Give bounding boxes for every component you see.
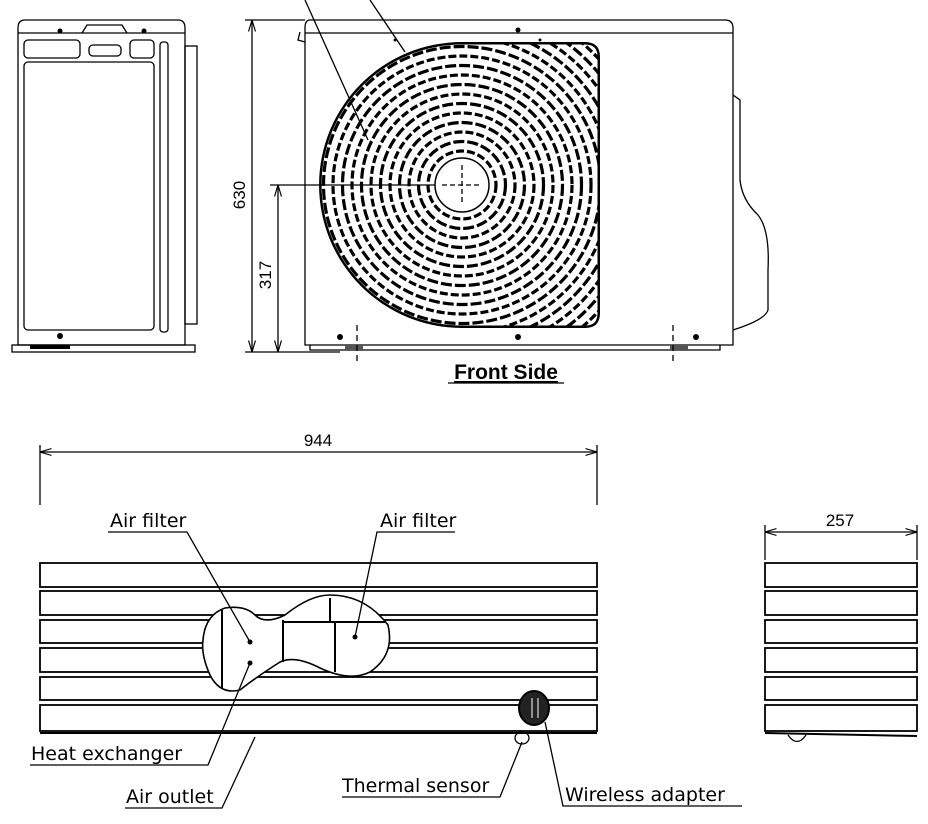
top-plan-view: 944 Air filter Air filter Heat exchanger…: [30, 431, 742, 809]
wireless-adapter-part: [518, 690, 550, 726]
louver-slat: [764, 704, 918, 732]
thermal-sensor-part: [514, 731, 530, 745]
grille-ring: [369, 92, 555, 278]
side-plan-view: 257: [764, 511, 918, 743]
dim-height: 630: [230, 181, 249, 209]
grille-ring: [340, 63, 584, 307]
label-heat-exchanger: Heat exchanger: [31, 743, 182, 765]
front-elevation-view: 630 317 Front Side: [230, 0, 769, 384]
louver-slat: [764, 590, 918, 616]
front-side-title: Front Side: [454, 361, 558, 384]
side-elevation-view: [11, 19, 198, 353]
louver-slat: [764, 676, 918, 701]
label-air-filter-left: Air filter: [110, 510, 187, 532]
label-wireless-adapter: Wireless adapter: [565, 784, 725, 806]
label-air-outlet: Air outlet: [126, 786, 214, 808]
dim-center-height: 317: [256, 261, 275, 289]
louver-slat: [39, 676, 598, 701]
louver-slat: [39, 562, 598, 588]
louver-slat: [39, 704, 598, 732]
grille-ring: [331, 54, 593, 316]
dim-depth: 257: [826, 511, 854, 530]
louver-slat: [764, 619, 918, 644]
dim-width: 944: [304, 431, 332, 450]
louver-slat: [764, 647, 918, 673]
louver-slat: [764, 562, 918, 588]
label-thermal-sensor: Thermal sensor: [341, 775, 489, 797]
label-air-filter-right: Air filter: [380, 510, 457, 532]
